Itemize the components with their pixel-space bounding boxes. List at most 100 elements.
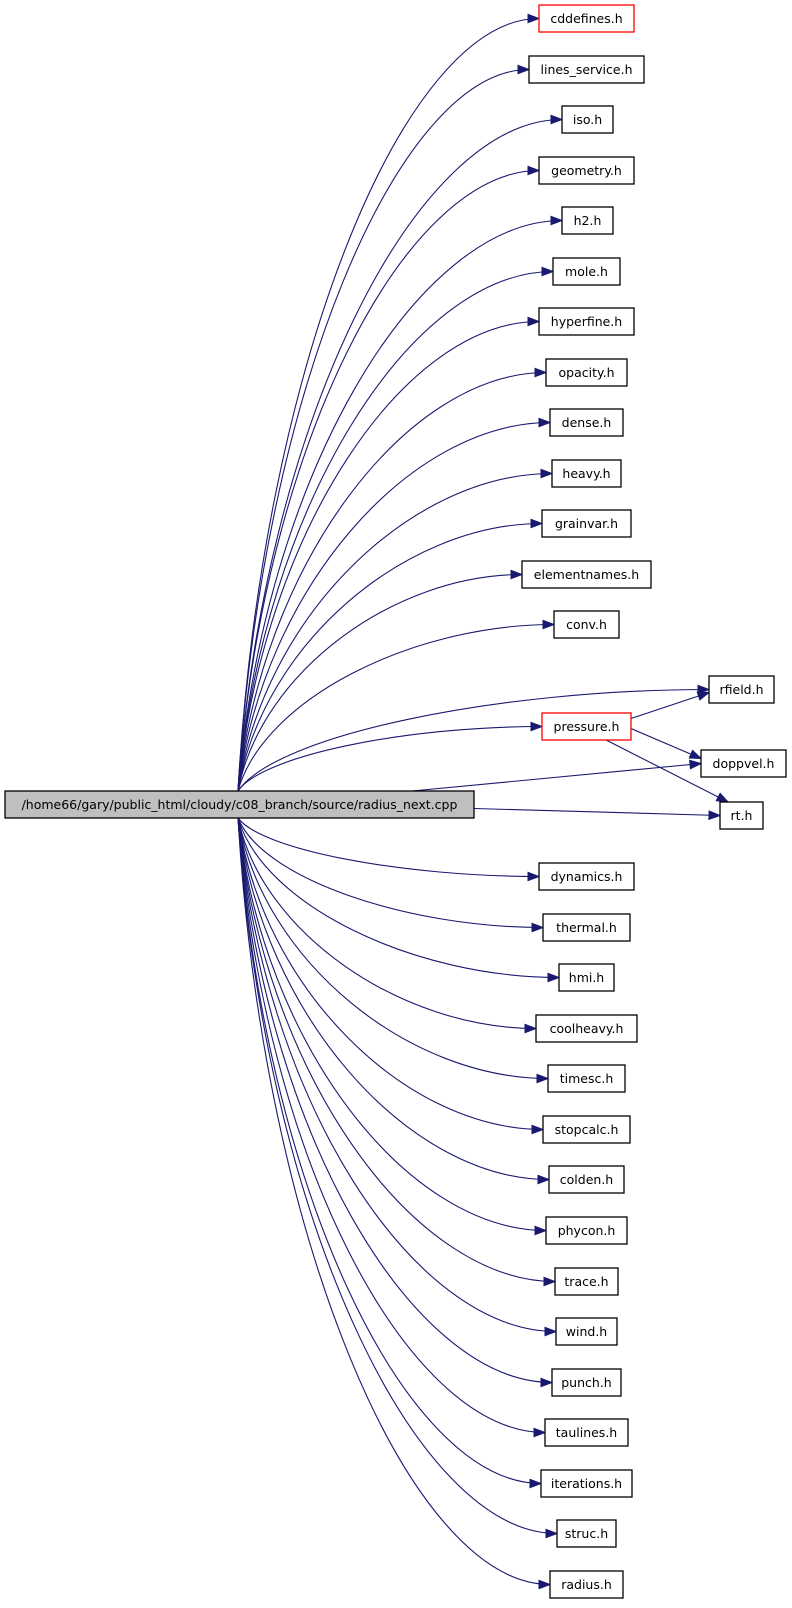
node-box [538,4,635,33]
node-struc[interactable]: struc.h [556,1519,617,1548]
node-stopcalc[interactable]: stopcalc.h [542,1115,631,1144]
edge-root-to-grainvar [237,522,543,792]
edge-root-to-coolheavy [237,817,537,1030]
node-box [545,358,628,387]
node-rt[interactable]: rt.h [719,801,764,830]
edge-root-to-iso-arrowhead [550,114,564,125]
node-label: radius.h [561,1577,612,1592]
edge-root-to-iterations-arrowhead [529,1478,543,1489]
edge-root-to-cddefines-arrowhead [527,13,541,24]
edge-root-to-thermal [237,817,544,929]
node-box [551,459,622,488]
node-opacity[interactable]: opacity.h [545,358,628,387]
edge-root-to-wind-arrowhead [544,1326,558,1337]
edge-root-to-cddefines [237,17,540,792]
edge-root-to-pressure [237,725,543,792]
node-label: opacity.h [559,365,615,380]
node-lines-service[interactable]: lines_service.h [528,55,645,84]
node-hmi[interactable]: hmi.h [558,963,615,992]
node-label: doppvel.h [713,756,775,771]
node-label: grainvar.h [555,516,618,531]
node-conv[interactable]: conv.h [553,610,620,639]
node-box [561,105,614,134]
node-label: taulines.h [556,1425,617,1440]
node-label: cddefines.h [550,11,622,26]
node-cddefines[interactable]: cddefines.h [538,4,635,33]
node-mole[interactable]: mole.h [552,257,621,286]
node-box [553,610,620,639]
edge-root-to-rt-arrowhead [708,810,722,821]
node-box [561,206,614,235]
node-box [538,862,635,891]
edge-root-to-punch [237,817,553,1384]
node-grainvar[interactable]: grainvar.h [541,509,632,538]
edge-root-to-coolheavy-arrowhead [524,1023,538,1034]
node-box [541,712,632,741]
node-punch[interactable]: punch.h [551,1368,622,1397]
edge-root-to-dynamics [237,817,540,878]
node-wind[interactable]: wind.h [555,1317,618,1346]
edge-root-to-hmi [237,817,560,979]
node-box [541,509,632,538]
node-box [555,1317,618,1346]
node-iterations[interactable]: iterations.h [540,1469,633,1498]
edge-root-to-colden [237,817,550,1181]
node-trace[interactable]: trace.h [554,1267,619,1296]
node-dynamics[interactable]: dynamics.h [538,862,635,891]
node-box [540,1469,633,1498]
edge-root-to-h2-arrowhead [550,215,564,226]
node-label: h2.h [574,213,602,228]
node-label: timesc.h [560,1071,614,1086]
node-label: coolheavy.h [550,1021,624,1036]
edge-root-to-elementnames-arrowhead [510,569,524,580]
node-thermal[interactable]: thermal.h [542,913,631,942]
edge-root-to-pressure-arrowhead [530,721,544,732]
node-colden[interactable]: colden.h [548,1165,625,1194]
edge-root-to-struc [237,817,558,1535]
node-h2[interactable]: h2.h [561,206,614,235]
edge-root-to-thermal-arrowhead [531,922,545,933]
node-box [552,257,621,286]
node-coolheavy[interactable]: coolheavy.h [535,1014,638,1043]
node-doppvel[interactable]: doppvel.h [700,749,787,778]
node-label: hyperfine.h [551,314,622,329]
edge-root-to-conv [237,623,555,792]
node-box [545,1216,628,1245]
node-iso[interactable]: iso.h [561,105,614,134]
node-phycon[interactable]: phycon.h [545,1216,628,1245]
edge-root-to-trace [237,817,556,1283]
node-box [544,1418,629,1447]
edge-root-to-heavy [237,472,553,792]
node-timesc[interactable]: timesc.h [547,1064,626,1093]
node-label: iso.h [573,112,602,127]
node-box [556,1519,617,1548]
edge-root-to-taulines [237,817,546,1434]
node-dense[interactable]: dense.h [549,408,624,437]
edge-root-to-colden-arrowhead [537,1174,551,1185]
node-label: punch.h [561,1375,611,1390]
node-label: iterations.h [551,1476,622,1491]
edge-root-to-punch-arrowhead [540,1377,554,1388]
edge-pressure-to-rfield [630,691,710,720]
root-node[interactable]: /home66/gary/public_html/cloudy/c08_bran… [4,790,475,819]
edges-layer [237,13,730,1590]
node-hyperfine[interactable]: hyperfine.h [538,307,635,336]
node-heavy[interactable]: heavy.h [551,459,622,488]
node-pressure[interactable]: pressure.h [541,712,632,741]
edge-root-to-opacity-arrowhead [534,367,548,378]
edge-root-to-doppvel [411,762,702,792]
node-box [547,1064,626,1093]
edge-root-to-iso [237,118,563,792]
edge-pressure-to-doppvel-arrowhead [688,749,703,760]
edge-root-to-grainvar-arrowhead [530,518,544,529]
node-radius[interactable]: radius.h [549,1570,624,1599]
edge-root-to-hyperfine-arrowhead [527,316,541,327]
node-elementnames[interactable]: elementnames.h [521,560,652,589]
node-rfield[interactable]: rfield.h [708,675,775,704]
node-box [551,1368,622,1397]
node-geometry[interactable]: geometry.h [538,156,635,185]
node-label: geometry.h [551,163,622,178]
edge-root-to-doppvel-arrowhead [689,759,703,770]
node-label: dense.h [562,415,612,430]
node-taulines[interactable]: taulines.h [544,1418,629,1447]
